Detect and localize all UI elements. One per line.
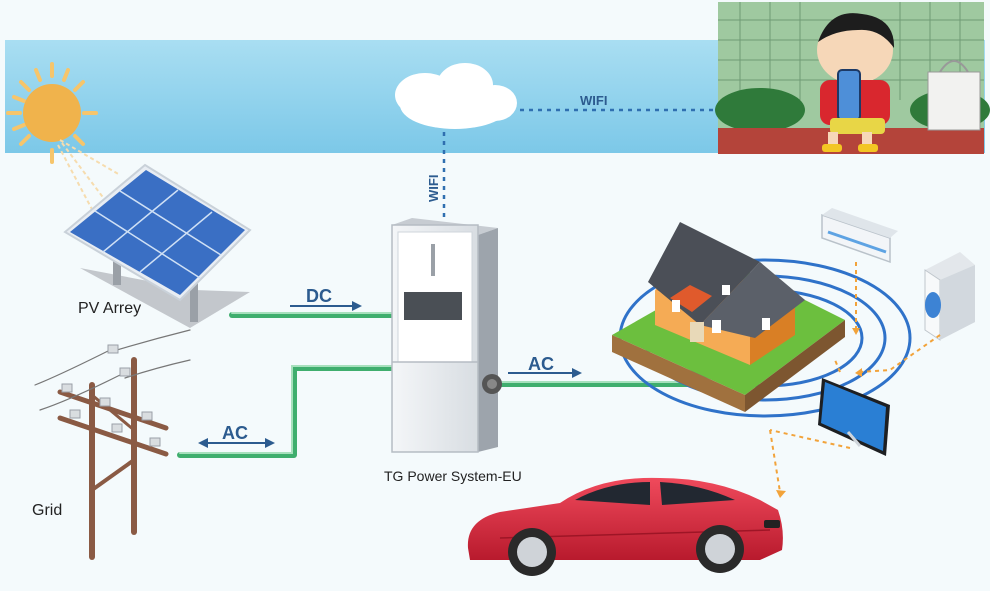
air-conditioner-icon (821, 208, 898, 264)
grid-ac-cable (177, 365, 395, 458)
grid-label: Grid (32, 502, 62, 519)
cartoon-photo (715, 2, 990, 154)
sunlight-rays (57, 139, 121, 216)
wifi-label-horizontal: WIFI (580, 93, 607, 108)
dc-arrow (290, 301, 362, 311)
house-icon (612, 222, 845, 412)
power-links (769, 262, 941, 493)
car-icon (467, 477, 783, 576)
inverter-icon (391, 218, 502, 453)
dc-label: DC (306, 286, 332, 306)
ac-house-label: AC (528, 354, 554, 374)
pv-array-label: PV Arrey (78, 300, 141, 317)
wifi-label-vertical: WIFI (426, 175, 441, 202)
solar-panel-icon (63, 163, 252, 328)
ac-house-arrow (508, 368, 582, 378)
ac-grid-label: AC (222, 423, 248, 443)
tv-icon (818, 378, 890, 456)
power-pole-icon (34, 329, 191, 560)
inverter-label: TG Power System-EU (384, 468, 522, 484)
cloud-icon (395, 63, 517, 129)
cables (177, 312, 703, 458)
washing-machine-icon (924, 252, 975, 341)
ac-grid-arrow (198, 438, 275, 448)
sun-icon (6, 62, 98, 164)
